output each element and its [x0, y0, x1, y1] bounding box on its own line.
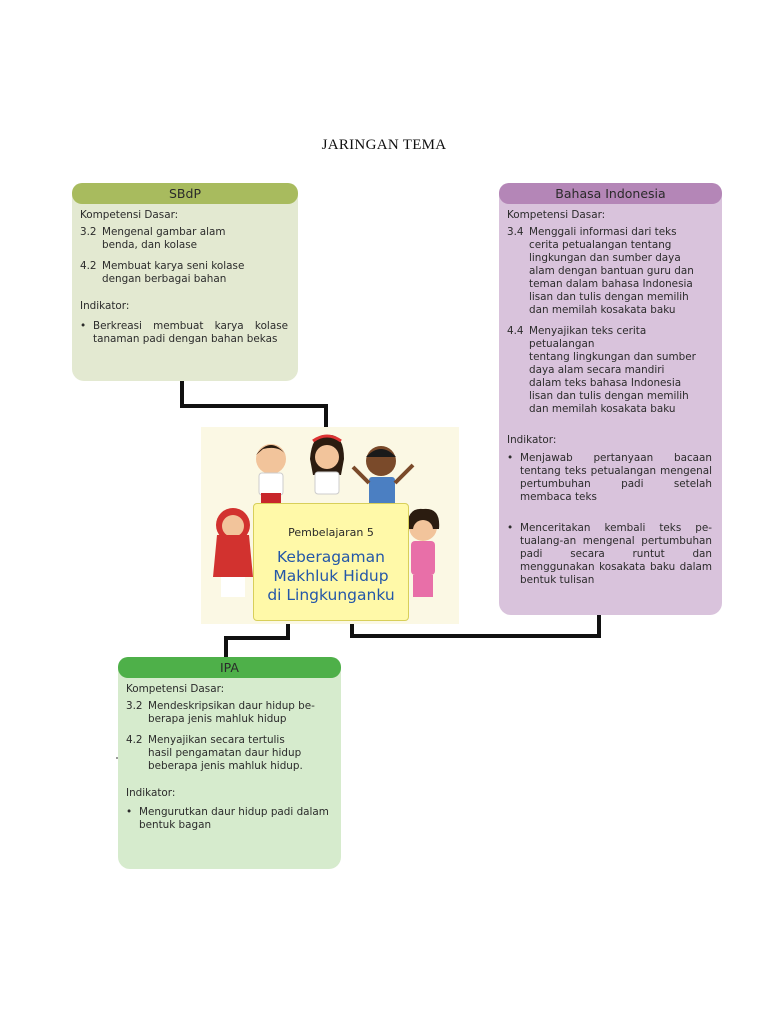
- bindo-kd-item: 3.4 Menggali informasi dari teks cerita …: [507, 226, 712, 317]
- kd-number: 4.2: [126, 734, 143, 746]
- kd-number: 4.2: [80, 260, 97, 272]
- connector-ipa: [224, 622, 290, 657]
- connector-sbdp: [180, 381, 328, 428]
- kd-text: Mengenal gambar alam benda, dan kolase: [102, 226, 226, 251]
- lesson-title: Keberagaman Makhluk Hidup di Lingkungank…: [267, 548, 395, 604]
- kd-number: 4.4: [507, 325, 524, 337]
- bullet-icon: •: [126, 806, 133, 818]
- sbdp-kd-label: Kompetensi Dasar:: [80, 209, 179, 221]
- children-illustration-icon: [213, 434, 440, 597]
- sbdp-card: SBdP Kompetensi Dasar: 3.2 Mengenal gamb…: [72, 183, 298, 381]
- ipa-kd-item: 3.2 Mendeskripsikan daur hidup be- berap…: [126, 700, 331, 726]
- ipa-kd-label: Kompetensi Dasar:: [126, 683, 225, 695]
- bindo-kd-label: Kompetensi Dasar:: [507, 209, 606, 221]
- sbdp-header: SBdP: [72, 183, 298, 204]
- kd-number: 3.2: [126, 700, 143, 712]
- page-title: JARINGAN TEMA: [321, 137, 447, 153]
- kd-text: Menyajikan secara tertulis hasil pengama…: [148, 734, 303, 772]
- indicator-text: Menjawab pertanyaan bacaan tentang teks …: [520, 452, 712, 503]
- kd-text: Menggali informasi dari teks cerita petu…: [529, 226, 694, 316]
- kd-number: 3.2: [80, 226, 97, 238]
- sbdp-kd-item: 4.2 Membuat karya seni kolase dengan ber…: [80, 260, 288, 286]
- bahasa-indonesia-header: Bahasa Indonesia: [499, 183, 722, 204]
- bullet-icon: •: [507, 452, 514, 464]
- bindo-indicator-label: Indikator:: [507, 434, 557, 446]
- indicator-text: Berkreasi membuat karya kolase tanaman p…: [93, 320, 288, 345]
- center-illustration: Pembelajaran 5 Keberagaman Makhluk Hidup…: [201, 427, 459, 624]
- indicator-text: Menceritakan kembali teks pe-tualang-an …: [520, 522, 712, 586]
- kd-text: Membuat karya seni kolase dengan berbaga…: [102, 260, 245, 285]
- indicator-text: Mengurutkan daur hidup padi dalam bentuk…: [139, 806, 329, 831]
- lesson-subtitle: Pembelajaran 5: [288, 526, 374, 539]
- connector-bindo: [350, 614, 601, 638]
- ipa-kd-item: 4.2 Menyajikan secara tertulis hasil pen…: [126, 734, 331, 773]
- bindo-kd-item: 4.4 Menyajikan teks cerita petualangan t…: [507, 325, 712, 416]
- sbdp-indicator-item: • Berkreasi membuat karya kolase tanaman…: [80, 320, 288, 346]
- kd-text: Menyajikan teks cerita petualangan tenta…: [529, 325, 696, 415]
- ipa-header: IPA: [118, 657, 341, 678]
- bindo-indicator-item: • Menceritakan kembali teks pe-tualang-a…: [507, 522, 712, 587]
- kd-text: Mendeskripsikan daur hidup be- berapa je…: [148, 700, 315, 725]
- ipa-indicator-label: Indikator:: [126, 787, 176, 799]
- kd-number: 3.4: [507, 226, 524, 238]
- bahasa-indonesia-card: Bahasa Indonesia Kompetensi Dasar: 3.4 M…: [499, 183, 722, 615]
- bindo-indicator-item: • Menjawab pertanyaan bacaan tentang tek…: [507, 452, 712, 504]
- ipa-card: IPA Kompetensi Dasar: 3.2 Mendeskripsika…: [118, 657, 341, 869]
- bullet-icon: •: [80, 320, 87, 332]
- sbdp-kd-item: 3.2 Mengenal gambar alam benda, dan kola…: [80, 226, 288, 252]
- bullet-icon: •: [507, 522, 514, 534]
- sbdp-indicator-label: Indikator:: [80, 300, 130, 312]
- ipa-indicator-item: • Mengurutkan daur hidup padi dalam bent…: [126, 806, 331, 832]
- lesson-banner: Pembelajaran 5 Keberagaman Makhluk Hidup…: [253, 503, 409, 621]
